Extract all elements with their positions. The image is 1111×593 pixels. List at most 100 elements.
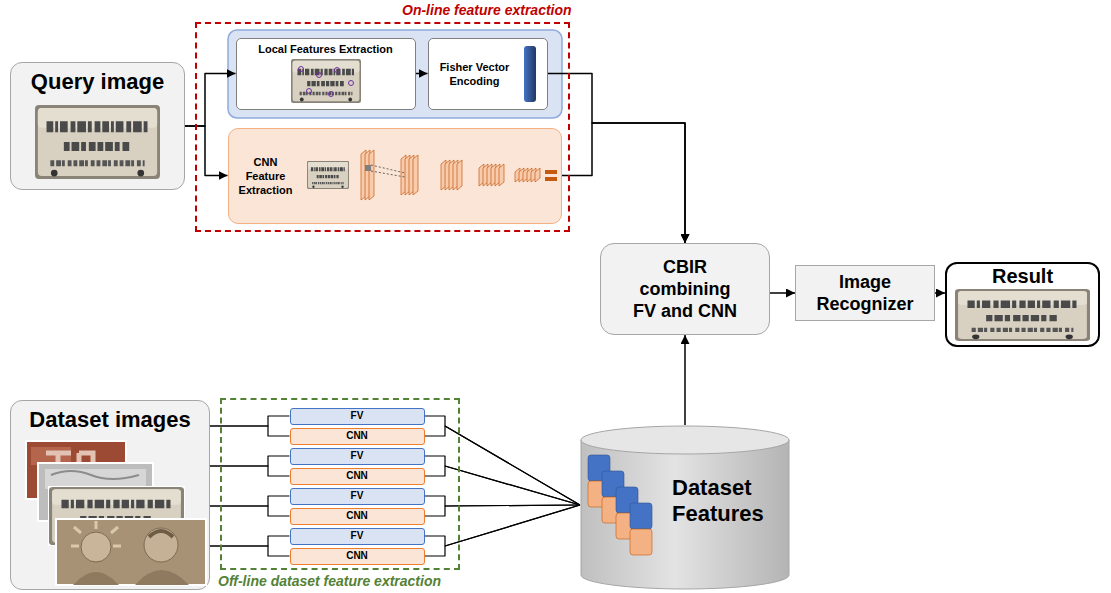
cnn-illustration bbox=[499, 164, 504, 186]
database-cylinder: Dataset Features bbox=[580, 425, 790, 590]
node-text: Local Features Extraction bbox=[258, 42, 393, 56]
cnn-illustration bbox=[365, 165, 371, 171]
cnn-illustration bbox=[405, 155, 410, 195]
node-text: Query image bbox=[31, 69, 164, 95]
connector bbox=[425, 496, 581, 506]
node-text: CNN bbox=[346, 510, 368, 522]
fv-panel bbox=[228, 30, 562, 118]
cnn-illustration bbox=[487, 164, 492, 186]
cnn-box: CNN bbox=[290, 508, 425, 525]
cnn-illustration bbox=[401, 155, 406, 195]
connector bbox=[185, 74, 236, 127]
dataset-photos bbox=[45, 469, 146, 489]
connector bbox=[425, 466, 581, 505]
cylinder-shape bbox=[602, 497, 624, 523]
connector bbox=[425, 505, 581, 546]
process-box: Image Recognizer bbox=[795, 265, 935, 321]
node-text: CNN bbox=[346, 550, 368, 562]
cnn-box: CNN bbox=[290, 428, 425, 445]
node-text: Image Recognizer bbox=[809, 271, 921, 315]
query-box: Query image bbox=[10, 62, 185, 190]
fv-box: FV bbox=[290, 408, 425, 425]
cnn-illustration bbox=[491, 164, 496, 186]
connector bbox=[425, 456, 581, 505]
cnn-illustration bbox=[409, 155, 414, 195]
local-features-thumbnail bbox=[316, 72, 321, 77]
cylinder-shape bbox=[630, 503, 652, 529]
node-text: FV bbox=[351, 530, 364, 542]
cnn-illustration bbox=[413, 155, 418, 195]
dataset-photos bbox=[31, 447, 71, 465]
fv-box: FV bbox=[290, 488, 425, 505]
cylinder-shape bbox=[602, 471, 624, 497]
node-text: Result bbox=[992, 265, 1053, 287]
cnn-illustration bbox=[523, 168, 528, 182]
local-features-thumbnail bbox=[291, 59, 361, 103]
cnn-illustration bbox=[365, 150, 370, 200]
cnn-illustration bbox=[519, 168, 524, 182]
cnn-illustration bbox=[531, 168, 536, 182]
node-text: CNN Feature Extraction bbox=[235, 155, 297, 197]
cnn-illustration bbox=[307, 161, 349, 189]
cylinder-shape bbox=[588, 455, 610, 481]
dataset-photos bbox=[149, 531, 173, 537]
cnn-illustration bbox=[453, 160, 458, 190]
dataset-photos bbox=[71, 521, 121, 546]
connector bbox=[416, 73, 428, 75]
cylinder-shape bbox=[581, 440, 789, 589]
fv-box: FV bbox=[290, 528, 425, 545]
node-text: CNN bbox=[346, 470, 368, 482]
connector bbox=[684, 335, 686, 425]
cnn-illustration bbox=[545, 177, 557, 181]
connector bbox=[425, 505, 581, 516]
fisher-vector-bar bbox=[429, 39, 547, 109]
result-photo bbox=[955, 289, 1090, 341]
dataset-photos bbox=[135, 570, 189, 585]
node-text: FV bbox=[351, 410, 364, 422]
node-text: FV bbox=[351, 450, 364, 462]
cnn-box: CNN bbox=[290, 548, 425, 565]
local-features-thumbnail bbox=[348, 80, 353, 85]
query-photo bbox=[35, 105, 160, 179]
dataset-photos bbox=[46, 453, 95, 481]
result-box: Result bbox=[945, 262, 1100, 347]
dataset-photos bbox=[48, 486, 185, 546]
cnn-illustration bbox=[479, 164, 484, 186]
node-text: CNN bbox=[346, 430, 368, 442]
cnn-illustration bbox=[527, 168, 532, 182]
connector bbox=[770, 292, 795, 294]
local-features-thumbnail bbox=[328, 91, 333, 96]
node-text: On-line feature extraction bbox=[402, 2, 572, 19]
cnn-illustration bbox=[441, 160, 446, 190]
connector bbox=[425, 416, 581, 505]
node-text: Off-line dataset feature extraction bbox=[218, 573, 441, 590]
cnn-illustration bbox=[361, 150, 366, 200]
dataset-photos bbox=[56, 519, 206, 585]
cnn-panel: CNN Feature Extraction bbox=[228, 128, 562, 224]
local-features-thumbnail bbox=[306, 88, 311, 93]
cnn-box: CNN bbox=[290, 468, 425, 485]
connector bbox=[425, 505, 581, 556]
connector bbox=[562, 123, 686, 243]
process-box: Fisher Vector Encoding bbox=[428, 38, 548, 110]
cylinder-shape bbox=[616, 487, 638, 513]
local-features-thumbnail bbox=[334, 67, 339, 72]
dataset-photos bbox=[49, 487, 184, 545]
node-text: Dataset images bbox=[29, 407, 190, 433]
online-region: On-line feature extractionLocal Features… bbox=[195, 22, 570, 232]
node-text: FV bbox=[351, 490, 364, 502]
node-text: Dataset Features bbox=[672, 475, 784, 527]
cnn-illustration bbox=[371, 165, 405, 177]
fisher-vector-bar bbox=[524, 46, 536, 102]
node-text: Fisher Vector Encoding bbox=[433, 60, 517, 88]
dataset-photos bbox=[26, 441, 126, 499]
dataset-photos bbox=[81, 532, 111, 562]
dataset-photos bbox=[38, 463, 153, 521]
cnn-illustration bbox=[457, 160, 462, 190]
cnn-illustration bbox=[369, 150, 374, 200]
dataset-photos bbox=[51, 471, 139, 479]
process-box: Local Features Extraction bbox=[236, 38, 416, 110]
dataset-photos bbox=[144, 528, 178, 562]
